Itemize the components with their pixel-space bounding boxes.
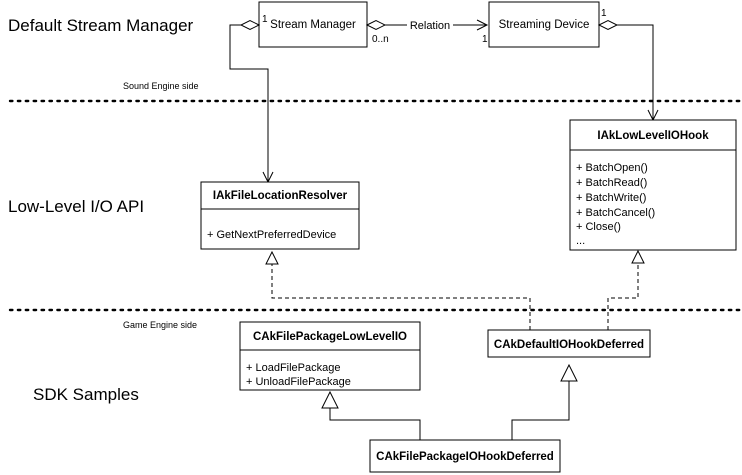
realization-default-to-iohook — [607, 249, 645, 330]
relation-device-iohook: 1 — [597, 8, 659, 122]
class-file-package-io-hook-deferred[interactable]: CAkFilePackageIOHookDeferred — [369, 439, 561, 473]
class-file-location-resolver[interactable]: IAkFileLocationResolver + GetNextPreferr… — [200, 181, 360, 250]
class-streaming-device[interactable]: Streaming Device — [488, 1, 600, 48]
arrowhead-device — [476, 19, 489, 31]
realization-triangle-resolver — [265, 250, 279, 265]
inheritance-to-default-io-hook-deferred — [511, 363, 578, 440]
aggregation-diamond-manager-left — [239, 19, 261, 31]
relation-manager-device: Relation 0..n 1 — [365, 18, 489, 45]
member-ellipsis: ... — [576, 235, 585, 247]
class-default-io-hook-deferred-name: CAkDefaultIOHookDeferred — [494, 339, 644, 351]
class-file-package-low-level-io-name: CAkFilePackageLowLevelIO — [253, 331, 407, 343]
member-batch-cancel: + BatchCancel() — [576, 207, 655, 219]
member-load-file-package: + LoadFilePackage — [246, 362, 340, 374]
inheritance-to-file-package-low-level-io — [321, 390, 421, 440]
aggregation-diamond-manager-right — [365, 19, 387, 31]
aggregation-diamond-device — [597, 19, 619, 31]
member-close: + Close() — [576, 221, 621, 233]
inheritance-triangle-default — [560, 363, 578, 382]
member-get-next-preferred-device: + GetNextPreferredDevice — [207, 229, 336, 241]
class-file-package-io-hook-deferred-name: CAkFilePackageIOHookDeferred — [376, 451, 554, 463]
layer-title-stream-manager: Default Stream Manager — [8, 16, 194, 35]
relation-label: Relation — [410, 20, 450, 32]
layer-title-sdk-samples: SDK Samples — [33, 385, 139, 404]
inheritance-triangle-file-package — [321, 390, 339, 409]
class-stream-manager[interactable]: Stream Manager — [258, 1, 368, 48]
multiplicity-device-top: 1 — [601, 8, 607, 19]
member-batch-open: + BatchOpen() — [576, 162, 648, 174]
side-note-sound-engine: Sound Engine side — [123, 81, 199, 91]
member-batch-write: + BatchWrite() — [576, 192, 646, 204]
realization-default-to-resolver — [265, 250, 531, 330]
realization-triangle-iohook — [631, 249, 645, 264]
class-low-level-io-hook-name: IAkLowLevelIOHook — [597, 130, 709, 142]
side-note-game-engine: Game Engine side — [123, 320, 197, 330]
multiplicity-manager-left: 1 — [262, 14, 268, 25]
member-batch-read: + BatchRead() — [576, 177, 647, 189]
class-file-location-resolver-name: IAkFileLocationResolver — [213, 190, 348, 202]
class-default-io-hook-deferred[interactable]: CAkDefaultIOHookDeferred — [487, 329, 651, 358]
layer-title-low-level-io: Low-Level I/O API — [8, 197, 144, 216]
class-low-level-io-hook[interactable]: IAkLowLevelIOHook + BatchOpen() + BatchR… — [569, 119, 737, 251]
relation-manager-resolver: 1 — [229, 14, 274, 184]
multiplicity-manager-right: 0..n — [372, 34, 389, 45]
class-file-package-low-level-io[interactable]: CAkFilePackageLowLevelIO + LoadFilePacka… — [239, 321, 421, 391]
class-streaming-device-name: Streaming Device — [499, 19, 590, 31]
member-unload-file-package: + UnloadFilePackage — [246, 376, 351, 388]
multiplicity-device-left: 1 — [482, 34, 488, 45]
class-stream-manager-name: Stream Manager — [270, 19, 356, 31]
